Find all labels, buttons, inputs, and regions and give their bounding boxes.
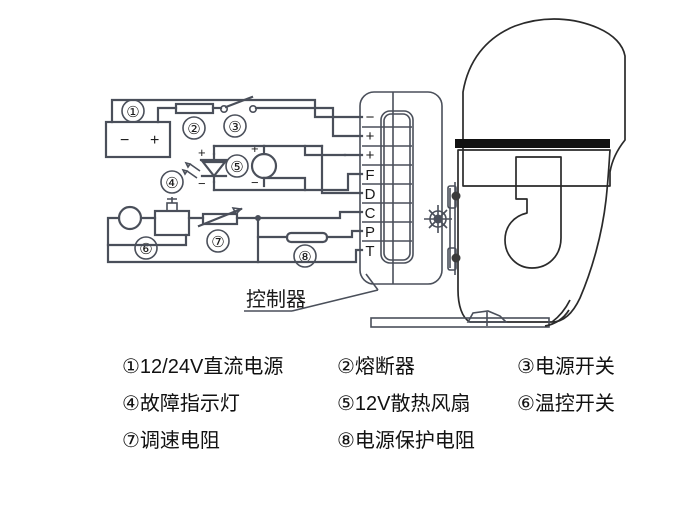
- welding-helmet-outline: [370, 18, 626, 328]
- legend-item-4: ④故障指示灯: [122, 392, 240, 415]
- legend-item-6: ⑥温控开关: [517, 392, 615, 415]
- svg-text:+: +: [366, 147, 375, 164]
- controller-unit: [359, 91, 452, 291]
- controller-leader-line: [291, 289, 379, 312]
- svg-text:+: +: [251, 141, 259, 156]
- wiring: [106, 98, 364, 264]
- svg-text:F: F: [365, 167, 374, 184]
- svg-text:④: ④: [165, 175, 178, 192]
- legend: ①12/24V直流电源 ②熔断器 ③电源开关 ④故障指示灯 ⑤12V散热风扇 ⑥…: [122, 348, 682, 459]
- helmet-visor-band: [455, 139, 610, 148]
- svg-text:−: −: [198, 176, 206, 191]
- legend-item-1: ①12/24V直流电源: [122, 355, 284, 378]
- legend-row: ⑦调速电阻 ⑧电源保护电阻: [122, 422, 682, 459]
- screw-head-icon[interactable]: [424, 205, 452, 233]
- legend-item-7: ⑦调速电阻: [122, 429, 220, 452]
- fan-symbol: + − ⑤: [225, 141, 278, 190]
- svg-text:−: −: [366, 109, 375, 126]
- legend-item-3: ③电源开关: [517, 355, 615, 378]
- legend-item-8: ⑧电源保护电阻: [337, 429, 475, 452]
- svg-text:C: C: [365, 205, 376, 222]
- svg-text:T: T: [365, 243, 374, 260]
- svg-text:③: ③: [228, 119, 241, 136]
- speed-resistor-symbol: ⑦: [197, 207, 243, 253]
- helmet-base-bar: [370, 317, 550, 328]
- fuse-symbol: ②: [174, 102, 215, 140]
- terminal-labels: − + + F D C P T: [365, 109, 376, 260]
- controller-label: 控制器: [246, 288, 306, 311]
- svg-text:P: P: [365, 224, 375, 241]
- fault-led-symbol: + − ④: [160, 145, 229, 194]
- svg-text:D: D: [365, 186, 376, 203]
- svg-text:⑧: ⑧: [298, 249, 311, 266]
- svg-text:⑦: ⑦: [211, 234, 224, 251]
- svg-text:−: −: [120, 132, 129, 149]
- terminal-rows: [362, 126, 412, 242]
- svg-text:+: +: [150, 132, 159, 149]
- battery-symbol: − + ①: [104, 99, 172, 159]
- svg-text:①: ①: [126, 104, 139, 121]
- power-switch-symbol: ③: [220, 95, 258, 138]
- legend-row: ④故障指示灯 ⑤12V散热风扇 ⑥温控开关: [122, 385, 682, 422]
- legend-item-5: ⑤12V散热风扇: [337, 392, 471, 415]
- legend-row: ①12/24V直流电源 ②熔断器 ③电源开关: [122, 348, 682, 385]
- thermal-switch-symbol: ⑥: [117, 197, 191, 260]
- svg-text:+: +: [198, 145, 206, 160]
- svg-text:+: +: [366, 128, 375, 145]
- svg-text:②: ②: [187, 121, 200, 138]
- svg-text:⑥: ⑥: [139, 241, 152, 258]
- svg-text:⑤: ⑤: [230, 159, 243, 176]
- legend-item-2: ②熔断器: [337, 355, 415, 378]
- svg-text:−: −: [251, 175, 259, 190]
